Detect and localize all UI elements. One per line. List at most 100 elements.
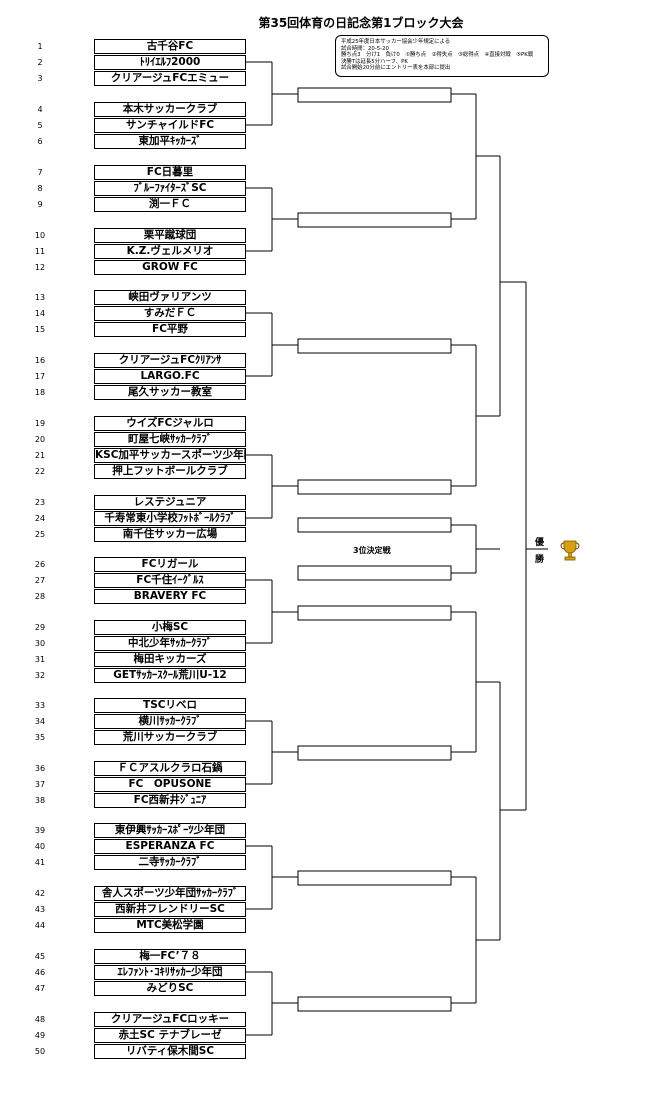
- team-number: 25: [34, 530, 46, 539]
- team-number: 23: [34, 498, 46, 507]
- team-number: 33: [34, 701, 46, 710]
- team-number: 28: [34, 592, 46, 601]
- team-number: 5: [37, 121, 43, 130]
- result-box: [297, 565, 452, 581]
- result-box: [297, 517, 452, 533]
- team-name-box: FC千住ｲｰｸﾞﾙｽ: [94, 573, 246, 588]
- team-name-box: 押上フットボールクラブ: [94, 464, 246, 479]
- result-box: [297, 605, 452, 621]
- team-name-box: FC平野: [94, 322, 246, 337]
- team-number: 39: [34, 826, 46, 835]
- team-number: 45: [34, 952, 46, 961]
- page-title: 第35回体育の日記念第1ブロック大会: [258, 16, 464, 30]
- team-name-box: 尾久サッカー教室: [94, 385, 246, 400]
- team-name-box: ESPERANZA FC: [94, 839, 246, 854]
- team-number: 47: [34, 984, 46, 993]
- team-number: 6: [37, 137, 43, 146]
- team-name-box: ウイズFCジャルロ: [94, 416, 246, 431]
- third-place-label: 3位決定戦: [353, 546, 391, 555]
- team-name-box: クリアージュFCエミュー: [94, 71, 246, 86]
- rules-note-line: 試合時間：20-5-20: [341, 45, 389, 52]
- rules-note-line: 平成25年度日本サッカー協会少年規定による: [341, 39, 451, 45]
- result-box: [297, 212, 452, 228]
- team-name-box: KSC加平サッカースポーツ少年団: [94, 448, 246, 463]
- team-number: 4: [37, 105, 43, 114]
- team-number: 49: [34, 1031, 46, 1040]
- team-number: 2: [37, 58, 43, 67]
- team-name-box: 東加平ｷｯｶｰｽﾞ: [94, 134, 246, 149]
- team-name-box: 小梅SC: [94, 620, 246, 635]
- team-name-box: 横川ｻｯｶｰｸﾗﾌﾞ: [94, 714, 246, 729]
- team-name-box: 古千谷FC: [94, 39, 246, 54]
- team-name-box: 西新井フレンドリーSC: [94, 902, 246, 917]
- team-number: 48: [34, 1015, 46, 1024]
- team-number: 46: [34, 968, 46, 977]
- result-box: [297, 745, 452, 761]
- team-number: 24: [34, 514, 46, 523]
- team-name-box: K.Z.ヴェルメリオ: [94, 244, 246, 259]
- team-name-box: レステジュニア: [94, 495, 246, 510]
- team-number: 11: [34, 247, 46, 256]
- rules-note: 平成25年度日本サッカー協会少年規定による 試合時間：20-5-20 勝ち点3 …: [335, 35, 549, 77]
- team-name-box: BRAVERY FC: [94, 589, 246, 604]
- team-number: 14: [34, 309, 46, 318]
- champion-label-top: 優: [535, 538, 545, 548]
- team-number: 32: [34, 671, 46, 680]
- result-box: [297, 338, 452, 354]
- team-name-box: 梅田キッカーズ: [94, 652, 246, 667]
- team-name-box: サンチャイルドFC: [94, 118, 246, 133]
- team-name-box: リバティ保木間SC: [94, 1044, 246, 1059]
- team-number: 42: [34, 889, 46, 898]
- team-name-box: FCリガール: [94, 557, 246, 572]
- team-number: 50: [34, 1047, 46, 1056]
- result-box: [297, 996, 452, 1012]
- team-name-box: みどりSC: [94, 981, 246, 996]
- team-number: 16: [34, 356, 46, 365]
- champion-label-bottom: 勝: [535, 555, 545, 565]
- team-number: 29: [34, 623, 46, 632]
- team-number: 9: [37, 200, 43, 209]
- team-number: 22: [34, 467, 46, 476]
- team-number: 35: [34, 733, 46, 742]
- team-name-box: 千寿常東小学校ﾌｯﾄﾎﾞｰﾙｸﾗﾌﾞ: [94, 511, 246, 526]
- team-name-box: 舎人スポーツ少年団ｻｯｶｰｸﾗﾌﾞ: [94, 886, 246, 901]
- team-number: 43: [34, 905, 46, 914]
- team-number: 19: [34, 419, 46, 428]
- team-name-box: 二寺ｻｯｶｰｸﾗﾌﾞ: [94, 855, 246, 870]
- team-number: 26: [34, 560, 46, 569]
- team-number: 7: [37, 168, 43, 177]
- team-number: 20: [34, 435, 46, 444]
- rules-note-line: 勝ち点3 分け1 負け0 ①勝ち点 ②得失点 ③総得点 ④直接対戦 ⑤PK戦: [341, 52, 534, 59]
- team-name-box: 栗平蹴球団: [94, 228, 246, 243]
- team-number: 12: [34, 263, 46, 272]
- team-name-box: ｴﾚﾌｧﾝﾄ･ｺｷﾘｻｯｶｰ少年団: [94, 965, 246, 980]
- team-name-box: GROW FC: [94, 260, 246, 275]
- team-name-box: ﾌﾞﾙｰﾌｧｲﾀｰｽﾞSC: [94, 181, 246, 196]
- team-name-box: クリアージュFCロッキー: [94, 1012, 246, 1027]
- team-name-box: 渕一ＦＣ: [94, 197, 246, 212]
- result-box: [297, 479, 452, 495]
- team-number: 17: [34, 372, 46, 381]
- team-number: 41: [34, 858, 46, 867]
- team-name-box: 本木サッカークラブ: [94, 102, 246, 117]
- team-number: 8: [37, 184, 43, 193]
- team-name-box: ﾄﾘｲｴﾙﾌ2000: [94, 55, 246, 70]
- team-name-box: クリアージュFCｸﾘｱﾝｻ: [94, 353, 246, 368]
- team-name-box: 峡田ヴァリアンツ: [94, 290, 246, 305]
- result-box: [297, 870, 452, 886]
- team-name-box: 荒川サッカークラブ: [94, 730, 246, 745]
- team-number: 15: [34, 325, 46, 334]
- team-name-box: FC OPUSONE: [94, 777, 246, 792]
- team-name-box: FC西新井ｼﾞｭﾆｱ: [94, 793, 246, 808]
- team-number: 31: [34, 655, 46, 664]
- result-box: [297, 87, 452, 103]
- rules-note-line: 決勝Tは延長5分ハーフ、PK: [341, 58, 408, 65]
- team-name-box: 町屋七峡ｻｯｶｰｸﾗﾌﾞ: [94, 432, 246, 447]
- team-name-box: ＦＣアスルクラロ石鍋: [94, 761, 246, 776]
- team-number: 1: [37, 42, 43, 51]
- team-number: 27: [34, 576, 46, 585]
- team-number: 3: [37, 74, 43, 83]
- rules-note-line: 試合開始20分前にエントリー表を本部に提出: [341, 65, 451, 72]
- team-number: 40: [34, 842, 46, 851]
